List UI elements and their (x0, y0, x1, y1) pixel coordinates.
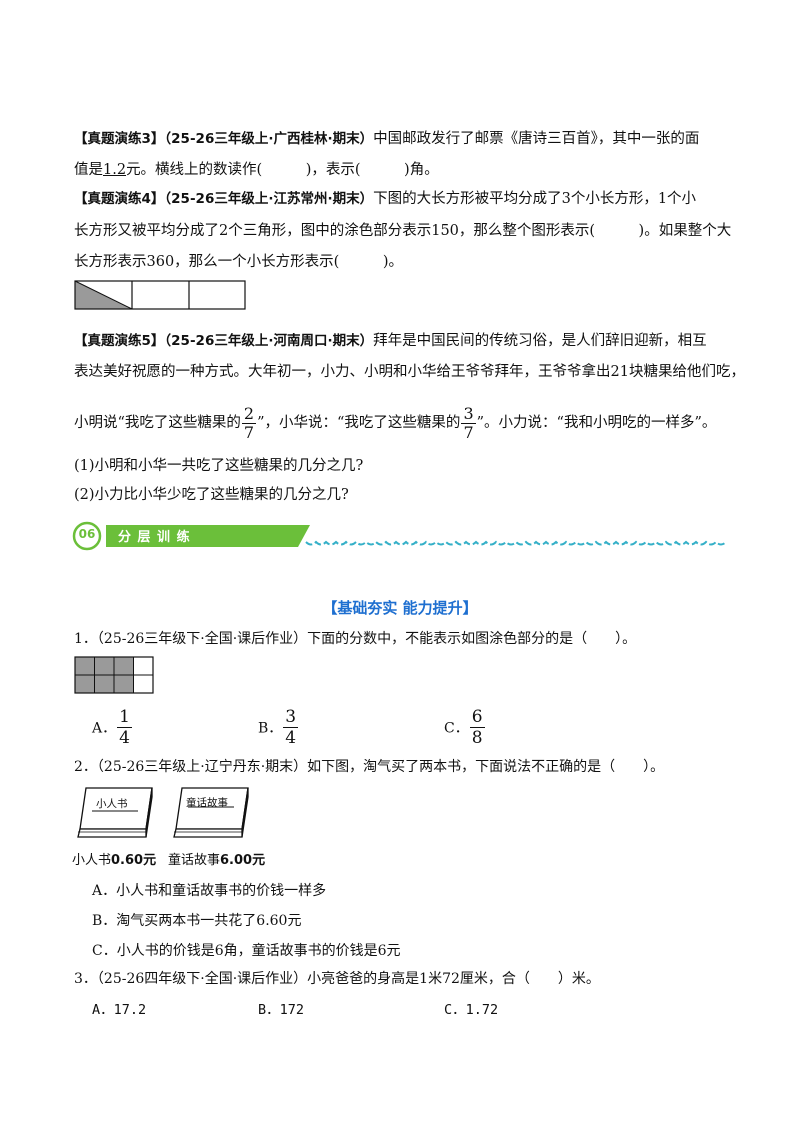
p2-option-a[interactable]: A．小人书和童话故事书的价钱一样多 (92, 883, 327, 899)
q4-line1: 【真题演练4】（25-26三年级上·江苏常州·期末）下图的大长方形被平均分成了3… (74, 189, 696, 209)
p1-text: 1．（25-26三年级下·全国·课后作业）下面的分数中，不能表示如图涂色部分的是… (74, 631, 637, 647)
book2-title: 童话故事 (186, 797, 228, 809)
q5-text3c: ”。小力说：“我和小明吃的一样多”。 (476, 415, 717, 431)
p3-option-b[interactable]: B．172 (258, 1002, 305, 1018)
book1-title: 小人书 (96, 798, 128, 810)
section-subtitle: 【基础夯实 能力提升】 (322, 599, 478, 617)
q5-source: （25-26三年级上·河南周口·期末） (164, 333, 374, 349)
p2-option-c[interactable]: C．小人书的价钱是6角，童话故事书的价钱是6元 (92, 943, 401, 959)
p3-option-c[interactable]: C．1.72 (444, 1002, 499, 1018)
section-number: 06 (78, 527, 96, 541)
p2-text: 2．（25-26三年级上·辽宁丹东·期末）如下图，淘气买了两本书，下面说法不正确… (74, 759, 665, 775)
section-banner (72, 521, 727, 551)
q3-text2-pre: 值是 (74, 162, 103, 178)
p2-option-b[interactable]: B．淘气买两本书一共花了6.60元 (92, 913, 302, 929)
q4-source: （25-26三年级上·江苏常州·期末） (164, 191, 374, 207)
book-icon-1 (77, 787, 153, 838)
q3-text2-post: 元。横线上的数读作( )，表示( )角。 (126, 162, 439, 178)
q5-line2: 表达美好祝愿的一种方式。大年初一，小力、小明和小华给王爷爷拜年，王爷爷拿出21块… (74, 364, 745, 380)
q5-line1: 【真题演练5】（25-26三年级上·河南周口·期末）拜年是中国民间的传统习俗，是… (74, 331, 707, 351)
q4-tag: 【真题演练4】 (74, 191, 165, 207)
grid-figure (74, 656, 154, 694)
price-label-2: 童话故事6.00元 (168, 853, 266, 868)
q5-sub1: (1)小明和小华一共吃了这些糖果的几分之几? (74, 458, 364, 474)
p3-text: 3．（25-26四年级下·全国·课后作业）小亮爸爸的身高是1米72厘米，合（ ）… (74, 971, 600, 987)
q5-text3a: 小明说“我吃了这些糖果的 (74, 415, 241, 431)
q5-text1: 拜年是中国民间的传统习俗，是人们辞旧迎新，相互 (373, 333, 707, 349)
q3-tag: 【真题演练3】 (74, 131, 165, 147)
q5-sub2: (2)小力比小华少吃了这些糖果的几分之几? (74, 487, 349, 503)
q3-text1: 中国邮政发行了邮票《唐诗三百首》，其中一张的面 (373, 131, 700, 147)
q3-underlined-value: 1.2 (103, 162, 127, 178)
price-label-1: 小人书0.60元 (72, 853, 157, 868)
p3-option-a[interactable]: A．17.2 (92, 1002, 147, 1018)
q3-line1: 【真题演练3】（25-26三年级上·广西桂林·期末）中国邮政发行了邮票《唐诗三百… (74, 129, 699, 149)
book-icon-2 (173, 787, 249, 838)
q4-line3: 长方形表示360，那么一个小长方形表示( )。 (74, 254, 403, 270)
rectangle-figure (74, 280, 246, 310)
q5-text3b: ”，小华说：“我吃了这些糖果的 (257, 415, 461, 431)
q5-tag: 【真题演练5】 (74, 333, 165, 349)
section-title: 分 层 训 练 (118, 530, 191, 545)
q4-line2: 长方形又被平均分成了2个三角形，图中的涂色部分表示150，那么整个图形表示( )… (74, 223, 732, 239)
q4-text1: 下图的大长方形被平均分成了3个小长方形，1个小 (373, 191, 697, 207)
q3-source: （25-26三年级上·广西桂林·期末） (164, 131, 374, 147)
q3-line2: 值是1.2元。横线上的数读作( )，表示( )角。 (74, 160, 439, 180)
